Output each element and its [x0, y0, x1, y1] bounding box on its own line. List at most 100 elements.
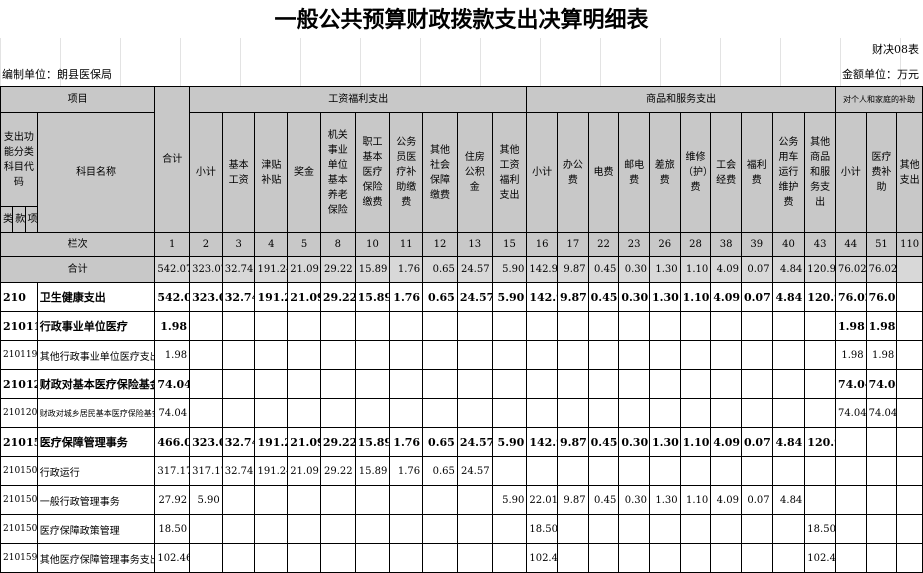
row-value-cell: 1.76: [389, 427, 424, 457]
row-value-cell: 0.65: [422, 282, 458, 312]
column-header: 医疗费补助: [865, 112, 898, 233]
row-value-cell: 120.96: [804, 427, 836, 457]
report-number: 财决08表: [872, 43, 919, 56]
lanci-cell: 1: [154, 232, 191, 257]
column-header: 维修（护）费: [679, 112, 712, 233]
lanci-cell: 44: [834, 232, 867, 257]
lanci-cell: 40: [771, 232, 806, 257]
row-value-cell: 1.98: [834, 311, 867, 341]
row-value-cell: 0.45: [587, 282, 620, 312]
row-value-cell: [648, 398, 681, 428]
row-code: 2101502: [0, 485, 38, 515]
row-value-cell: [771, 514, 806, 544]
row-value-cell: [254, 543, 289, 573]
table-row: 2101501行政运行317.17317.1732.74191.2421.092…: [0, 456, 923, 486]
row-value-cell: 191.24: [254, 282, 289, 312]
column-header: 住房公积金: [456, 112, 493, 233]
row-value-cell: [221, 311, 256, 341]
row-value-cell: [422, 543, 458, 573]
sum-cell: 24.57: [456, 256, 493, 283]
row-value-cell: [319, 398, 356, 428]
compiling-unit: 编制单位：朗县医保局: [2, 68, 112, 81]
row-value-cell: [491, 456, 528, 486]
row-value-cell: [422, 485, 458, 515]
row-value-cell: 29.22: [319, 282, 356, 312]
row-value-cell: 21.09: [287, 282, 321, 312]
row-value-cell: [389, 398, 424, 428]
row-value-cell: 1.76: [389, 456, 424, 486]
row-value-cell: [189, 543, 223, 573]
sum-cell: 21.09: [287, 256, 321, 283]
row-value-cell: 18.50: [154, 514, 191, 544]
lanci-label: 栏次: [0, 232, 156, 257]
row-value-cell: 0.30: [618, 485, 650, 515]
lanci-cell: 2: [189, 232, 223, 257]
row-value-cell: [740, 456, 773, 486]
row-value-cell: [771, 456, 806, 486]
row-value-cell: [389, 340, 424, 370]
row-value-cell: [287, 485, 321, 515]
row-value-cell: [618, 456, 650, 486]
header-item: 项目: [0, 86, 156, 113]
sum-cell: 76.02: [865, 256, 898, 283]
lanci-cell: 22: [587, 232, 620, 257]
row-value-cell: 1.30: [648, 427, 681, 457]
row-value-cell: 102.46: [154, 543, 191, 573]
row-value-cell: [287, 340, 321, 370]
row-value-cell: [422, 311, 458, 341]
row-value-cell: [319, 369, 356, 399]
table-row: 21015医疗保障管理事务466.05323.0732.74191.2421.0…: [0, 427, 923, 457]
row-value-cell: [557, 514, 589, 544]
row-value-cell: [254, 514, 289, 544]
row-value-cell: [221, 340, 256, 370]
row-value-cell: [896, 369, 923, 399]
row-value-cell: [896, 543, 923, 573]
lanci-cell: 4: [254, 232, 289, 257]
row-subject-name: 行政运行: [36, 456, 156, 486]
row-value-cell: [648, 456, 681, 486]
sum-cell: 120.96: [804, 256, 836, 283]
row-value-cell: 1.30: [648, 282, 681, 312]
row-value-cell: 9.87: [557, 485, 589, 515]
row-value-cell: [557, 340, 589, 370]
row-value-cell: 142.98: [526, 282, 558, 312]
lanci-cell: 8: [319, 232, 356, 257]
row-value-cell: [771, 311, 806, 341]
row-value-cell: [389, 543, 424, 573]
row-value-cell: [319, 311, 356, 341]
row-value-cell: 4.84: [771, 427, 806, 457]
row-value-cell: 18.50: [804, 514, 836, 544]
row-value-cell: [771, 398, 806, 428]
row-value-cell: [648, 311, 681, 341]
column-header: 差旅费: [648, 112, 681, 233]
expenditure-table: 项目 合计 工资福利支出 商品和服务支出 对个人和家庭的补助 支出功能分类科目代…: [0, 86, 923, 573]
row-value-cell: [526, 456, 558, 486]
lanci-cell: 17: [557, 232, 589, 257]
row-value-cell: [679, 543, 712, 573]
row-value-cell: [354, 311, 391, 341]
row-subject-name: 医疗保障管理事务: [36, 427, 156, 457]
row-value-cell: [896, 456, 923, 486]
row-subject-name: 行政事业单位医疗: [36, 311, 156, 341]
row-value-cell: [710, 369, 742, 399]
row-value-cell: [221, 543, 256, 573]
column-header: 公务用车运行维护费: [771, 112, 806, 233]
row-value-cell: [526, 311, 558, 341]
table-row: 21011行政事业单位医疗1.981.981.98: [0, 311, 923, 341]
row-value-cell: 76.02: [834, 282, 867, 312]
row-value-cell: [648, 514, 681, 544]
row-value-cell: [491, 543, 528, 573]
sum-cell: 191.24: [254, 256, 289, 283]
row-code: 210: [0, 282, 38, 312]
report-title: 一般公共预算财政拨款支出决算明细表: [274, 8, 649, 33]
row-value-cell: [740, 514, 773, 544]
row-value-cell: [710, 543, 742, 573]
row-value-cell: [456, 398, 493, 428]
row-value-cell: [740, 340, 773, 370]
lanci-cell: 23: [618, 232, 650, 257]
row-value-cell: 0.30: [618, 427, 650, 457]
row-value-cell: 4.84: [771, 485, 806, 515]
row-value-cell: [389, 514, 424, 544]
row-value-cell: [389, 369, 424, 399]
